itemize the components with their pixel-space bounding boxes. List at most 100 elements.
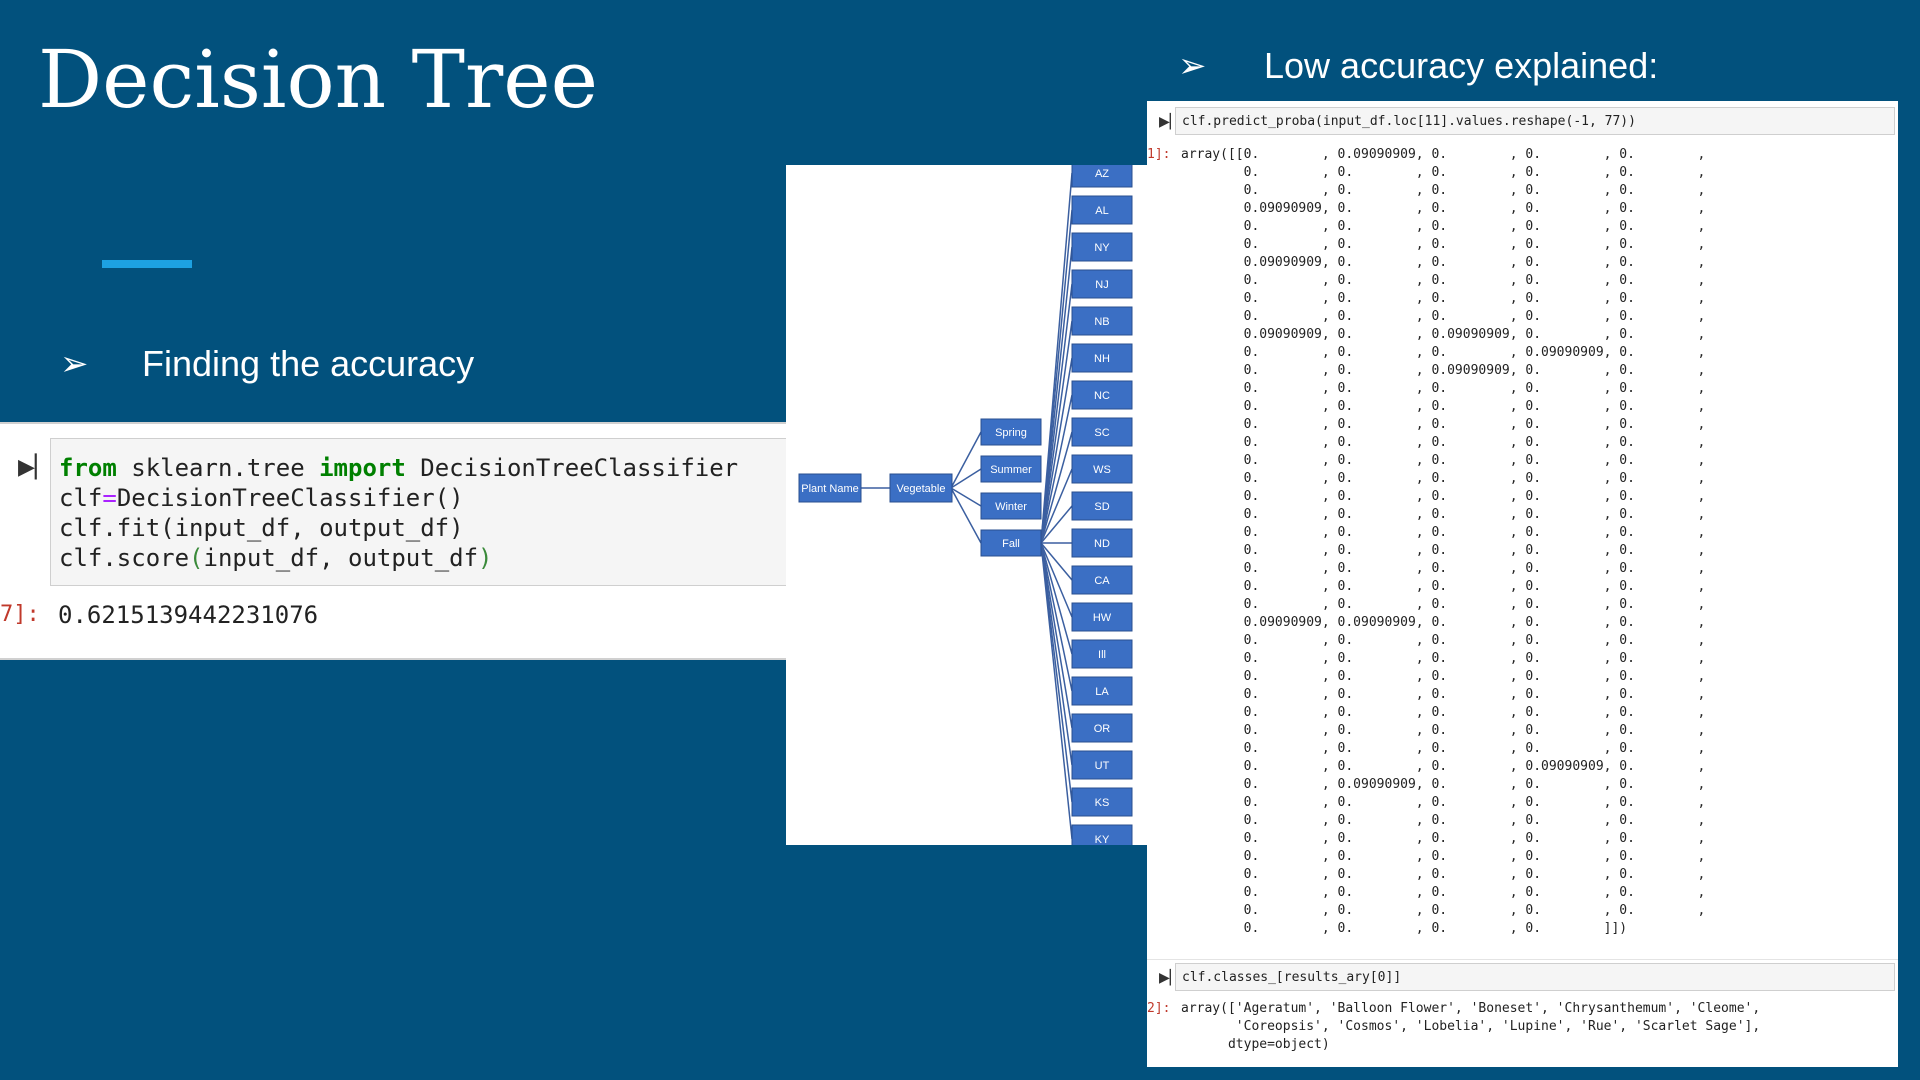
tree-node-state-nd: ND: [1071, 528, 1133, 558]
tree-node-box: [1071, 639, 1133, 669]
tree-edge: [950, 431, 982, 489]
tree-edge: [1040, 283, 1073, 544]
code-token: (: [189, 544, 204, 572]
predict-proba-notebook: ▶▏ clf.predict_proba(input_df.loc[11].va…: [1147, 101, 1898, 1067]
tree-node-box: [1071, 824, 1133, 845]
tree-node-label: KY: [1095, 834, 1110, 845]
tree-node-label: Fall: [1002, 538, 1020, 550]
tree-node-box: [980, 418, 1042, 446]
tree-node-label: LA: [1095, 686, 1109, 698]
tree-edge: [1040, 542, 1073, 729]
classes-output: array(['Ageratum', 'Balloon Flower', 'Bo…: [1181, 1001, 1761, 1052]
tree-node-vegetable: Vegetable: [889, 473, 953, 503]
tree-edge: [1040, 542, 1073, 692]
tree-node-label: WS: [1093, 464, 1111, 476]
tree-node-state-la: LA: [1071, 676, 1133, 706]
tree-node-state-ny: NY: [1071, 232, 1133, 262]
tree-node-season-winter: Winter: [980, 492, 1042, 520]
code-token: clf.fit(input_df, output_df): [59, 514, 464, 542]
tree-node-box: [980, 529, 1042, 557]
tree-node-box: [980, 455, 1042, 483]
tree-edge: [1040, 357, 1073, 544]
arrow-bullet-icon: ➢: [60, 345, 89, 383]
output-prompt: 7]:: [0, 602, 40, 627]
tree-node-state-nc: NC: [1071, 380, 1133, 410]
tree-node-label: Ill: [1098, 649, 1106, 661]
tree-node-state-al: AL: [1071, 195, 1133, 225]
decision-tree-svg: Plant Name Vegetable SpringSummerWinterFal…: [798, 165, 1133, 845]
tree-node-state-sc: SC: [1071, 417, 1133, 447]
accuracy-output-value: 0.6215139442231076: [58, 601, 319, 629]
tree-node-box: [1071, 713, 1133, 743]
bullet-text: Low accuracy explained:: [1264, 45, 1659, 86]
tree-node-state-ca: CA: [1071, 565, 1133, 595]
tree-edge: [1040, 505, 1073, 544]
tree-node-state-sd: SD: [1071, 491, 1133, 521]
tree-edge: [1040, 542, 1073, 655]
slide-title: Decision Tree: [38, 33, 598, 126]
title-accent-bar: [102, 260, 192, 268]
tree-node-plant-name: Plant Name: [798, 473, 862, 503]
tree-node-label: UT: [1095, 760, 1110, 772]
tree-node-box: [889, 473, 953, 503]
tree-node-label: HW: [1093, 612, 1112, 624]
run-cell-icon[interactable]: ▶▏: [18, 454, 52, 479]
tree-node-state-ut: UT: [1071, 750, 1133, 780]
tree-edge: [1040, 431, 1073, 544]
code-token: input_df, output_df: [203, 544, 479, 572]
code-input-area[interactable]: from sklearn.tree import DecisionTreeCla…: [50, 438, 792, 586]
tree-node-state-ks: KS: [1071, 787, 1133, 817]
tree-edge: [1040, 542, 1073, 618]
tree-edge: [1040, 542, 1073, 840]
tree-node-label: OR: [1094, 723, 1111, 735]
tree-node-season-spring: Spring: [980, 418, 1042, 446]
tree-node-label: Spring: [995, 427, 1027, 439]
tree-node-state-nh: NH: [1071, 343, 1133, 373]
tree-node-label: NC: [1094, 390, 1110, 402]
tree-edge: [950, 468, 982, 489]
tree-node-label: AL: [1095, 205, 1108, 217]
tree-node-label: NJ: [1095, 279, 1108, 291]
tree-node-state-nb: NB: [1071, 306, 1133, 336]
tree-node-box: [1071, 269, 1133, 299]
code-token: clf: [59, 484, 103, 512]
bullet-low-accuracy: ➢ Low accuracy explained:: [1178, 45, 1658, 87]
tree-edge: [1040, 542, 1073, 581]
bullet-finding-accuracy: ➢ Finding the accuracy: [60, 343, 474, 385]
code-text: from sklearn.tree import DecisionTreeCla…: [59, 453, 738, 573]
code-token: sklearn.tree: [116, 454, 320, 482]
tree-node-box: [1071, 454, 1133, 484]
code-token: clf.score: [59, 544, 190, 572]
tree-node-box: [1071, 491, 1133, 521]
tree-node-label: NH: [1094, 353, 1110, 365]
classes-code-input[interactable]: clf.classes_[results_ary[0]]: [1175, 963, 1895, 991]
predict-proba-output: array([[0. , 0.09090909, 0. , 0. , 0. , …: [1181, 147, 1706, 936]
tree-node-state-or: OR: [1071, 713, 1133, 743]
tree-node-box: [1071, 602, 1133, 632]
tree-node-label: SC: [1094, 427, 1109, 439]
output-prompt: 2]:: [1147, 1001, 1171, 1016]
output-prompt: 1]:: [1147, 147, 1171, 162]
tree-node-label: CA: [1094, 575, 1110, 587]
tree-node-box: [1071, 565, 1133, 595]
tree-node-season-summer: Summer: [980, 455, 1042, 483]
code-token: from: [59, 454, 117, 482]
tree-node-label: ND: [1094, 538, 1110, 550]
tree-node-label: Summer: [990, 464, 1032, 476]
tree-edge: [950, 487, 982, 507]
code-token: DecisionTreeClassifier(): [116, 484, 464, 512]
code-token: DecisionTreeClassifier: [405, 454, 739, 482]
tree-node-box: [980, 492, 1042, 520]
tree-node-box: [1071, 232, 1133, 262]
code-token: import: [319, 454, 406, 482]
arrow-bullet-icon: ➢: [1178, 47, 1207, 85]
tree-node-box: [1071, 165, 1133, 188]
tree-node-box: [1071, 750, 1133, 780]
tree-node-state-ky: KY: [1071, 824, 1133, 845]
tree-node-box: [1071, 306, 1133, 336]
predict-proba-code-input[interactable]: clf.predict_proba(input_df.loc[11].value…: [1175, 107, 1895, 135]
code-token: ): [478, 544, 493, 572]
tree-edge: [1040, 394, 1073, 544]
tree-node-label: AZ: [1095, 168, 1109, 180]
